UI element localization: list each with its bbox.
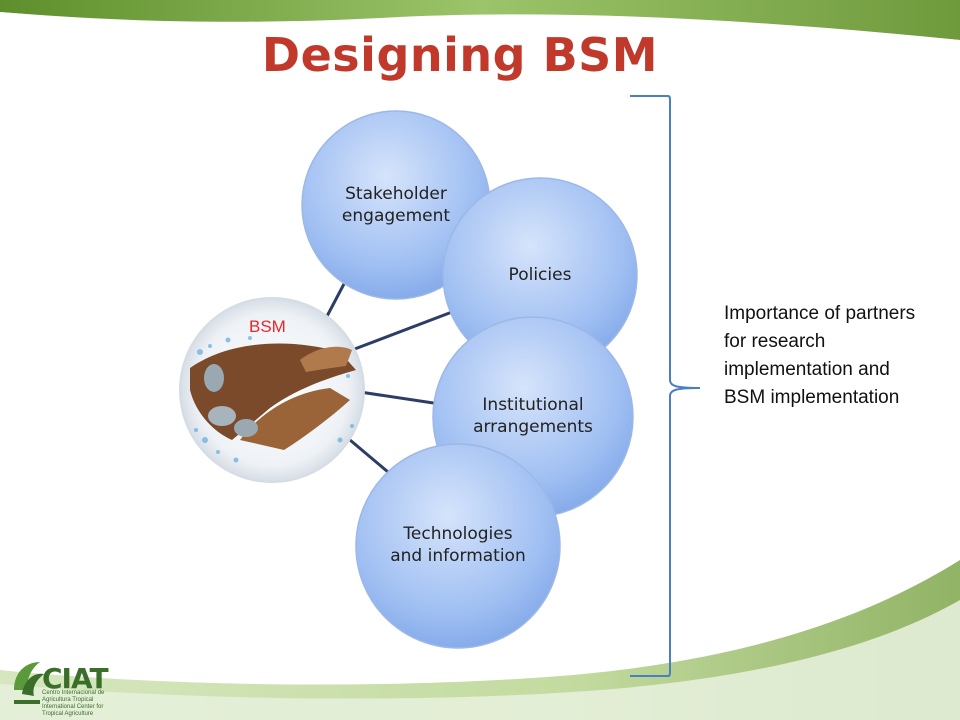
right-bracket bbox=[630, 95, 701, 677]
bsm-label: BSM bbox=[249, 317, 286, 336]
connector-technologies bbox=[349, 438, 389, 474]
ciat-logo: CIAT bbox=[42, 662, 109, 695]
connector-stakeholder bbox=[323, 281, 347, 321]
ciat-logo-subtitle: Centro Internacional de Agricultura Trop… bbox=[42, 690, 105, 717]
circle-label-institutional: Institutional arrangements bbox=[473, 395, 593, 437]
side-note: Importance of partners for research impl… bbox=[724, 303, 916, 408]
connector-institutional bbox=[359, 390, 441, 406]
bsm-center-node bbox=[179, 297, 365, 483]
circle-label-technologies: Technologies and information bbox=[390, 524, 526, 566]
top-swoosh bbox=[0, 0, 960, 40]
page-title: Designing BSM bbox=[261, 28, 659, 82]
connector-policies bbox=[351, 310, 453, 352]
circle-technologies bbox=[355, 443, 561, 649]
circle-label-stakeholder: Stakeholder engagement bbox=[341, 184, 451, 226]
circle-label-policies: Policies bbox=[508, 265, 572, 285]
handshake-illustration bbox=[190, 336, 356, 463]
